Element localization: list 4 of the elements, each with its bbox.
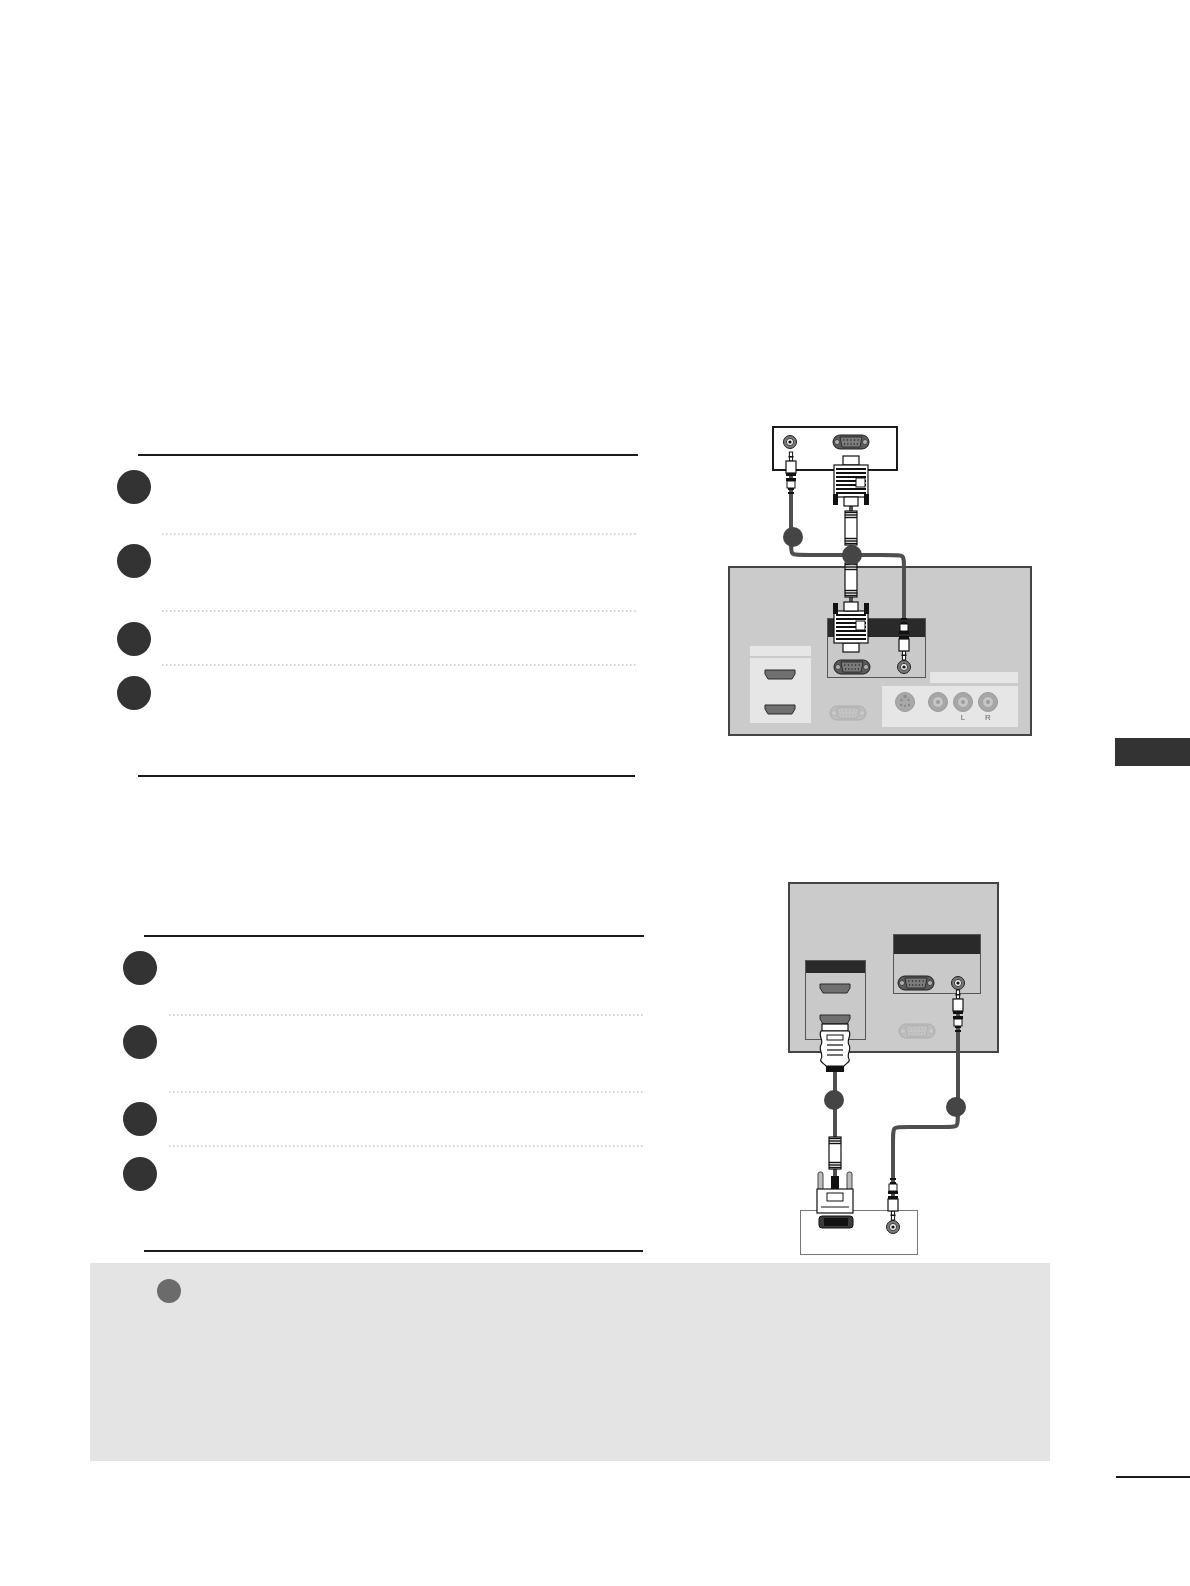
- section-tab: [1115, 738, 1190, 766]
- jack-label: L: [960, 714, 966, 722]
- jack-label: R: [985, 714, 991, 722]
- tv-back-panel: [788, 882, 999, 1053]
